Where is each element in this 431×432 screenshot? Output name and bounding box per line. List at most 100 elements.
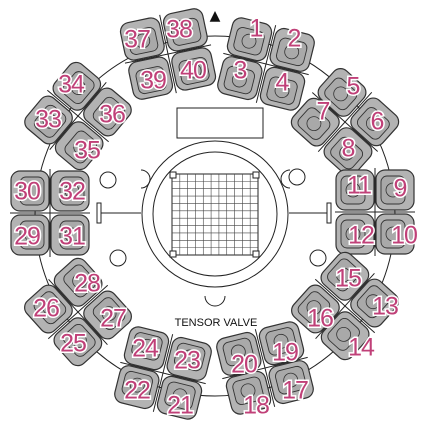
bar-left-end bbox=[96, 202, 102, 224]
seat-block bbox=[119, 8, 217, 100]
seat-divider bbox=[314, 278, 376, 334]
seat-number: 29 bbox=[14, 223, 40, 251]
seat-cushion bbox=[324, 77, 358, 111]
seat-number: 12 bbox=[348, 222, 374, 250]
seat-cushion bbox=[33, 291, 67, 325]
seat-cushion bbox=[64, 130, 97, 164]
seat-number: 31 bbox=[59, 223, 85, 251]
seat-number: 17 bbox=[282, 377, 308, 405]
seat-buckle bbox=[73, 139, 89, 155]
seat-cushion bbox=[356, 285, 390, 319]
seat-cushion bbox=[92, 96, 126, 130]
seat-block bbox=[24, 257, 132, 367]
seat-number: 27 bbox=[100, 305, 126, 333]
seat-buckle bbox=[306, 116, 322, 132]
seat-cushion bbox=[232, 376, 264, 405]
seat-divider bbox=[47, 284, 109, 340]
seat-buckle bbox=[365, 294, 381, 310]
seat-number: 3 bbox=[234, 57, 247, 85]
seat-block bbox=[335, 168, 415, 256]
seat-cushion bbox=[233, 27, 265, 56]
center-console bbox=[176, 107, 264, 139]
seat-buckle bbox=[385, 226, 401, 242]
seat-buckle bbox=[64, 227, 80, 243]
seat-buckle bbox=[284, 44, 300, 60]
seat-buckle bbox=[71, 332, 87, 348]
seat-number: 37 bbox=[124, 26, 150, 54]
seat-cushion bbox=[33, 104, 67, 138]
seat-cushion bbox=[19, 220, 45, 250]
seat-number: 8 bbox=[342, 135, 355, 163]
seat-buckle bbox=[306, 300, 322, 316]
seat-buckle bbox=[24, 183, 40, 199]
seat-buckle bbox=[283, 372, 299, 388]
seat-buckle bbox=[273, 333, 289, 349]
seat-block bbox=[290, 68, 400, 176]
seat-block bbox=[10, 169, 90, 257]
seat-block bbox=[216, 321, 314, 415]
seat-number: 38 bbox=[166, 16, 192, 44]
seat-number: 32 bbox=[59, 178, 85, 206]
notch-bottom bbox=[204, 295, 226, 307]
seat-number: 22 bbox=[124, 377, 150, 405]
seat-cushion bbox=[59, 220, 85, 250]
seat-number: 16 bbox=[307, 305, 333, 333]
seat-number: 13 bbox=[372, 293, 398, 321]
seat-buckle bbox=[345, 182, 361, 198]
seat-number: 36 bbox=[99, 101, 125, 129]
seat-cushion bbox=[327, 258, 360, 292]
seat-buckle bbox=[230, 344, 246, 360]
seat-number: 1 bbox=[250, 15, 263, 43]
seat-number: 24 bbox=[132, 335, 159, 363]
seat-buckle bbox=[24, 227, 40, 243]
seat-divider bbox=[255, 25, 277, 103]
seat-buckle bbox=[336, 326, 352, 342]
seat-number: 5 bbox=[347, 73, 360, 101]
small-circle-left bbox=[99, 171, 117, 189]
seat-number: 26 bbox=[33, 295, 59, 323]
hub-inner bbox=[152, 151, 278, 277]
small-circle-right bbox=[288, 168, 306, 186]
hub-outer bbox=[141, 140, 289, 288]
seat-buckle bbox=[182, 349, 198, 365]
seat-cushion bbox=[297, 291, 331, 325]
seat-buckle bbox=[42, 113, 58, 129]
seat-cushion bbox=[265, 327, 297, 356]
seat-buckle bbox=[64, 183, 80, 199]
seat-buckle bbox=[274, 83, 290, 99]
seat-cushion bbox=[380, 219, 406, 249]
seat-cushion bbox=[63, 323, 96, 357]
seat-number: 23 bbox=[174, 347, 200, 375]
seat-cushion bbox=[276, 37, 308, 67]
seat-buckle bbox=[240, 383, 256, 399]
seat-cushion bbox=[380, 175, 406, 205]
seat-cushion bbox=[59, 176, 85, 206]
seat-number: 9 bbox=[394, 175, 407, 203]
seat-block bbox=[217, 17, 315, 111]
tensor-grid bbox=[169, 171, 260, 258]
seat-cushion bbox=[330, 136, 364, 170]
seat-number: 21 bbox=[167, 392, 193, 420]
seat-cushion bbox=[340, 219, 366, 249]
seat-buckle bbox=[345, 226, 361, 242]
seat-number: 2 bbox=[288, 25, 301, 53]
seat-buckle bbox=[385, 182, 401, 198]
notch-right bbox=[280, 169, 291, 189]
seat-divider bbox=[254, 329, 276, 407]
seat-cushion bbox=[222, 337, 254, 367]
seat-number: 15 bbox=[335, 265, 361, 293]
seat-block bbox=[291, 251, 399, 361]
seat-number: 35 bbox=[74, 137, 100, 165]
seat-buckle bbox=[339, 145, 355, 161]
seat-cushion bbox=[340, 175, 366, 205]
seat-number: 40 bbox=[180, 57, 206, 85]
seat-number: 25 bbox=[60, 330, 86, 358]
seat-cushion bbox=[131, 332, 163, 361]
seat-buckle bbox=[72, 273, 88, 289]
seat-divider bbox=[47, 89, 109, 143]
seat-number: 33 bbox=[35, 106, 61, 134]
seat-buckle bbox=[172, 388, 188, 404]
seat-number: 10 bbox=[391, 222, 417, 250]
seat-block bbox=[114, 326, 212, 420]
